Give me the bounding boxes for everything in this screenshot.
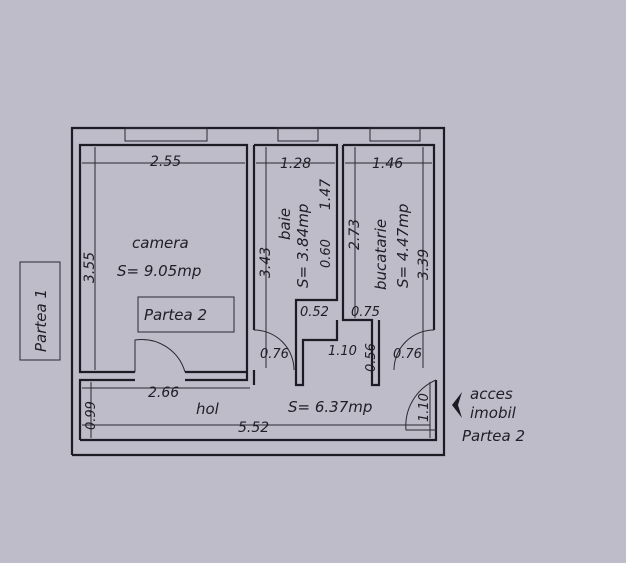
partea2-outer-label: Partea 2 xyxy=(462,427,525,445)
hol-area: S= 6.37mp xyxy=(288,398,372,416)
bucatarie-inner: 2.73 xyxy=(347,219,363,250)
camera-name: camera xyxy=(132,234,189,252)
entry-width: 1.10 xyxy=(417,393,432,422)
entry-door xyxy=(405,379,437,431)
baie-width: 1.28 xyxy=(280,156,311,172)
baie-upper: 1.47 xyxy=(318,179,334,210)
partea1-label: Partea 1 xyxy=(32,289,50,352)
doors xyxy=(134,329,437,431)
camera-width: 2.55 xyxy=(150,154,181,170)
partea2-inner-label: Partea 2 xyxy=(144,306,207,324)
baie-offset: 0.52 xyxy=(300,305,329,320)
baie-height: 3.43 xyxy=(258,247,274,278)
baie-area: S= 3.84mp xyxy=(294,204,312,288)
camera-wall xyxy=(78,143,438,442)
window xyxy=(124,127,208,142)
access-label-1: acces xyxy=(470,385,513,403)
window xyxy=(277,127,319,142)
access-label-2: imobil xyxy=(470,404,517,422)
partea2-box xyxy=(137,296,235,333)
bucatarie-name: bucatarie xyxy=(372,219,390,290)
bucatarie-offset: 0.75 xyxy=(351,305,380,320)
bucatarie-area: S= 4.47mp xyxy=(394,204,412,288)
hol-name: hol xyxy=(196,400,220,418)
baie-step: 0.60 xyxy=(319,239,334,268)
camera-door-dimension: 2.66 xyxy=(148,385,179,401)
bucatarie-door-dimension: 0.76 xyxy=(393,347,422,362)
hol-niche-depth: 0.56 xyxy=(364,343,379,372)
camera-door xyxy=(134,339,186,373)
baie-door-dimension: 0.76 xyxy=(260,347,289,362)
hol-niche-width: 1.10 xyxy=(328,344,357,359)
hol-depth: 0.99 xyxy=(84,401,99,430)
arrow-left-icon xyxy=(452,392,462,418)
camera-height: 3.55 xyxy=(82,252,98,283)
baie-wall xyxy=(252,143,339,387)
bucatarie-width: 1.46 xyxy=(372,156,403,172)
baie-door xyxy=(253,329,295,371)
bucatarie-wall xyxy=(341,143,436,387)
bucatarie-height: 3.39 xyxy=(416,249,432,280)
window xyxy=(369,127,421,142)
camera-area: S= 9.05mp xyxy=(117,262,201,280)
walls xyxy=(70,126,446,457)
outer-wall xyxy=(70,126,446,457)
bucatarie-door xyxy=(393,329,435,371)
dimension-lines xyxy=(82,147,432,438)
hol-length: 5.52 xyxy=(238,420,269,436)
baie-name: baie xyxy=(276,208,294,240)
partea1-box xyxy=(19,261,61,361)
